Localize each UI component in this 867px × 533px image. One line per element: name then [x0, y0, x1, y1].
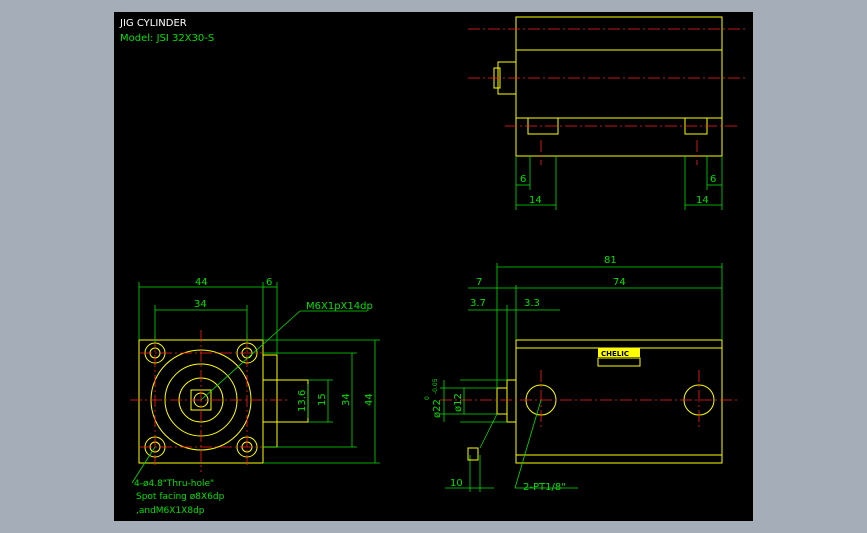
- title-line-2: Model: JSI 32X30-S: [120, 33, 214, 44]
- dim-side-3-3: 3.3: [524, 298, 540, 309]
- dim-front-v-15: 15: [317, 393, 328, 406]
- hole-note-2: Spot facing ø8X6dp: [136, 492, 225, 502]
- dim-top-left-6: 6: [520, 174, 526, 185]
- brand-plate: [598, 348, 640, 357]
- dim-side-7: 7: [476, 277, 482, 288]
- dim-top-right-6: 6: [710, 174, 716, 185]
- top-view-lower-body: [515, 117, 723, 157]
- side-view: CHELIC 81 7 74 3.7 3.3 ø22 0 -0.05 ø12 1…: [424, 255, 740, 493]
- dim-front-34: 34: [194, 299, 207, 310]
- dim-side-dia-12: ø12: [453, 393, 464, 412]
- leader-rod: [479, 413, 498, 449]
- dim-top-left-14: 14: [529, 195, 542, 206]
- leader-port: [514, 399, 542, 489]
- dim-side-dia-22: ø22: [432, 399, 443, 418]
- side-view-rod: [496, 387, 508, 415]
- front-view-flange: [262, 354, 278, 448]
- drawing-canvas: [114, 12, 753, 521]
- brand-plate-sub: [597, 357, 641, 367]
- port-label: 2-PT1/8": [523, 482, 566, 493]
- dim-front-v-44: 44: [364, 393, 375, 406]
- dim-front-44: 44: [195, 277, 208, 288]
- title-line-1: JIG CYLINDER: [119, 18, 187, 29]
- front-view: 44 6 34 44 34 15 13.6 M6X1pX14dp 4-ø4.8"…: [130, 277, 380, 516]
- hole-note-1: 4-ø4.8"Thru-hole": [134, 479, 214, 489]
- dim-front-v-34: 34: [341, 393, 352, 406]
- dim-side-tol-lower: -0.05: [432, 378, 439, 394]
- hole-note-3: ,andM6X1X8dp: [136, 506, 205, 516]
- dim-front-6: 6: [266, 277, 272, 288]
- tap-label: M6X1pX14dp: [306, 301, 373, 312]
- top-view-body: [515, 16, 723, 119]
- dim-side-74: 74: [613, 277, 626, 288]
- dim-side-81: 81: [604, 255, 617, 266]
- brand-label: CHELIC: [601, 350, 629, 358]
- dim-side-10: 10: [450, 478, 463, 489]
- dim-side-tol-upper: 0: [424, 396, 431, 400]
- top-view: 6 14 6 14: [468, 16, 748, 210]
- side-view-boss: [506, 379, 517, 423]
- dim-top-right-14: 14: [696, 195, 709, 206]
- dim-side-3-7: 3.7: [470, 298, 486, 309]
- leader-tap: [200, 310, 301, 401]
- side-view-fitting: [467, 447, 479, 461]
- leader-hole-note: [131, 446, 156, 484]
- dim-front-v-13-6: 13.6: [297, 390, 308, 412]
